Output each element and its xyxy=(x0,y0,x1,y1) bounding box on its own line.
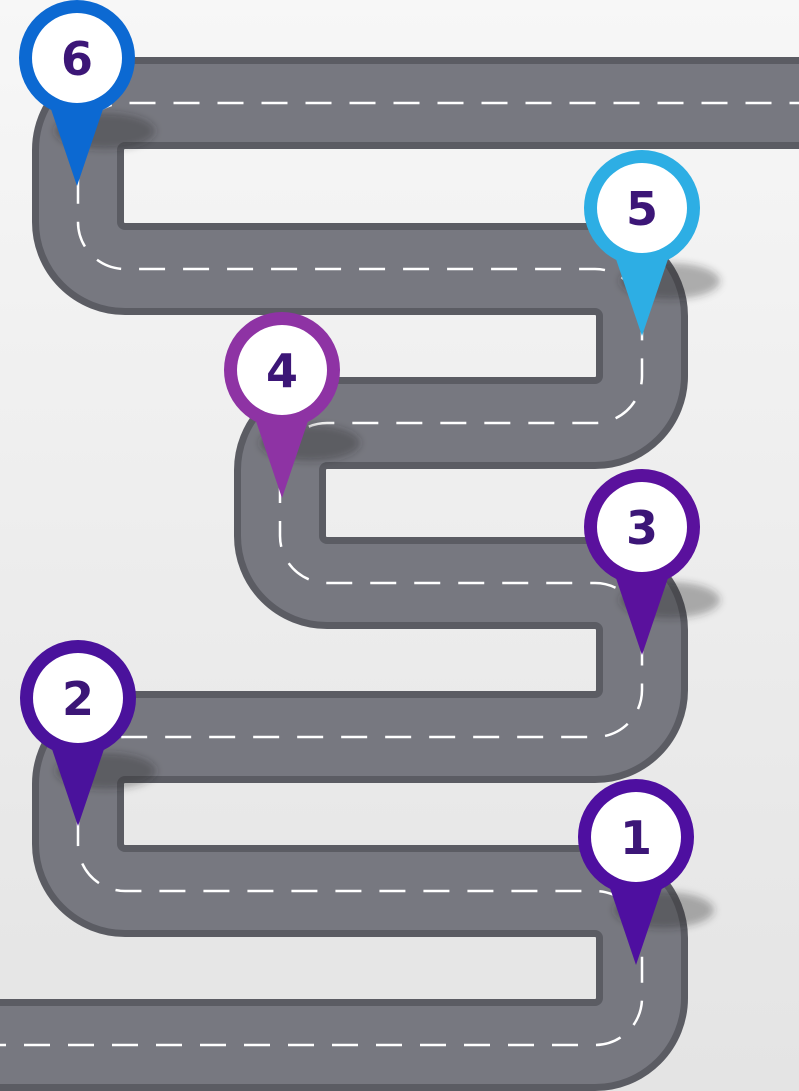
milestone-number-1: 1 xyxy=(620,811,652,865)
milestone-number-4: 4 xyxy=(266,344,298,398)
milestone-number-3: 3 xyxy=(626,501,658,555)
milestone-number-6: 6 xyxy=(61,32,93,86)
milestone-number-2: 2 xyxy=(62,672,94,726)
milestone-number-5: 5 xyxy=(626,182,658,236)
